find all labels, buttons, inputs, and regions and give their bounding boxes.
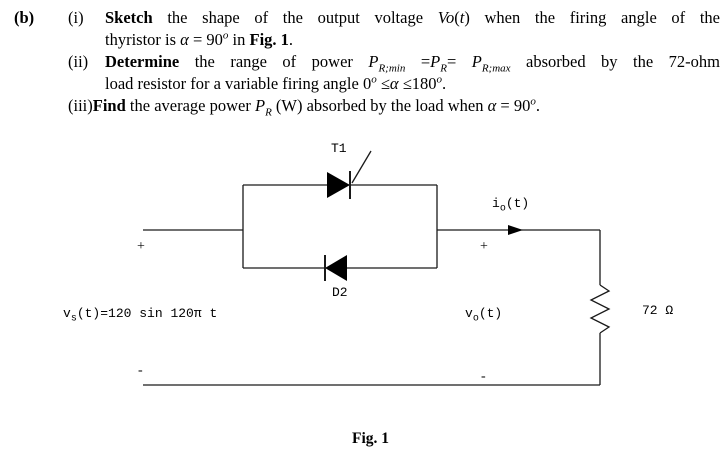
label-text: (t) [478, 306, 503, 321]
question-text: Determine the range of power PR;min =PR=… [105, 52, 720, 75]
polarity-plus-right: + [480, 239, 488, 254]
question-item-ii: (ii) Determine the range of power PR;min … [68, 51, 720, 95]
item-number: (ii) [68, 52, 89, 71]
item-number: (iii) [68, 96, 93, 115]
question-block: (b) (i) Sketch the shape of the output vo… [14, 7, 720, 119]
label-text: (t)=120 sin 120π t [76, 306, 218, 321]
thyristor-anode-triangle [327, 172, 350, 198]
resistor-value-label: 72 Ω [642, 303, 674, 318]
question-line: (iii)Find the average power PR (W) absor… [68, 95, 720, 119]
question-text: load resistor for a variable firing angl… [105, 73, 447, 93]
question-line: (i) Sketch the shape of the output voltag… [68, 7, 720, 29]
label-subscript: s [70, 313, 77, 325]
resistor-symbol [589, 284, 611, 334]
label-text: (t) [505, 196, 530, 211]
item-number: (i) [68, 8, 84, 27]
question-text: thyristor is α = 90o in Fig. 1. [105, 29, 294, 49]
label-subscript: o [472, 313, 479, 325]
question-item-i: (i) Sketch the shape of the output voltag… [68, 7, 720, 51]
diode-triangle [325, 255, 347, 281]
source-voltage-label: vs(t)=120 sin 120π t [63, 306, 218, 324]
label-text: i [492, 196, 500, 211]
question-text: Sketch the shape of the output voltage V… [105, 8, 720, 27]
output-current-label: io(t) [492, 196, 530, 214]
polarity-minus-right: - [481, 369, 486, 384]
thyristor-gate-line [351, 150, 372, 184]
question-text: Find the average power PR (W) absorbed b… [92, 95, 540, 119]
diode-label: D2 [332, 285, 348, 300]
figure-caption: Fig. 1 [352, 430, 390, 447]
polarity-minus-left: - [138, 363, 143, 378]
polarity-plus-left: + [137, 239, 145, 254]
label-text: v [63, 306, 71, 321]
question-line: load resistor for a variable firing angl… [68, 73, 720, 95]
label-text: v [465, 306, 473, 321]
thyristor-label: T1 [331, 141, 347, 156]
part-label: (b) [14, 8, 35, 27]
output-voltage-label: vo(t) [465, 306, 503, 324]
current-arrowhead [508, 225, 523, 235]
question-items: (i) Sketch the shape of the output voltag… [68, 7, 720, 119]
label-subscript: o [499, 203, 506, 215]
question-line: thyristor is α = 90o in Fig. 1. [68, 29, 720, 51]
question-item-iii: (iii)Find the average power PR (W) absor… [68, 95, 720, 119]
question-line: (ii) Determine the range of power PR;min … [68, 51, 720, 75]
